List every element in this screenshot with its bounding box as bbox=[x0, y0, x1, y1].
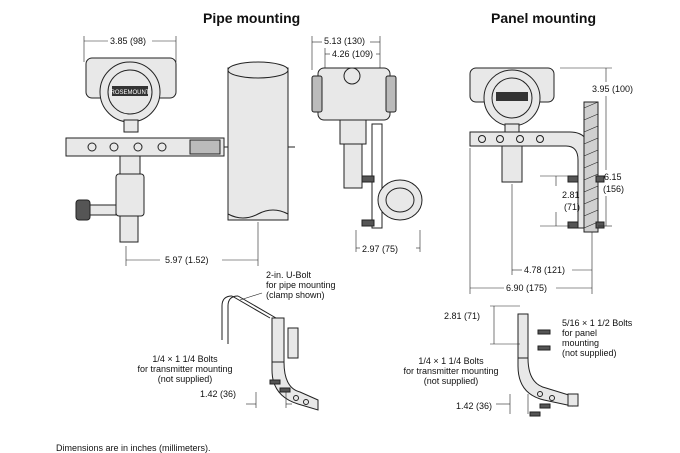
ubolt-callout-line1: 2-in. U-Bolt bbox=[266, 270, 312, 280]
panel-bolts-line3: mounting bbox=[562, 338, 600, 348]
dim-panel-hole: 6.15 bbox=[604, 172, 622, 182]
dim-panel-detail-bolt: 1.42 (36) bbox=[456, 401, 493, 411]
footer-note: Dimensions are in inches (millimeters). bbox=[56, 443, 211, 453]
dim-panel-depth-outer: 6.90 (175) bbox=[506, 283, 548, 293]
ubolt-callout-line2: for pipe mounting bbox=[266, 280, 336, 290]
panel-mounting-title: Panel mounting bbox=[491, 10, 596, 26]
dim-pipe-length: 5.97 (1.52) bbox=[165, 255, 209, 265]
dim-panel-height: 3.95 (100) bbox=[592, 84, 634, 94]
pipe-bolts-line1: 1/4 × 1 1/4 Bolts bbox=[152, 354, 218, 364]
panel-bolts-line4: (not supplied) bbox=[562, 348, 617, 358]
pipe-mount-front-view: ROSEMOUNT bbox=[65, 36, 295, 266]
panel-tx-bolts-callout: 1/4 × 1 1/4 Bolts for transmitter mounti… bbox=[396, 356, 506, 386]
pipe-bolts-callout: 1/4 × 1 1/4 Bolts for transmitter mounti… bbox=[130, 354, 240, 384]
svg-text:ROSEMOUNT: ROSEMOUNT bbox=[111, 90, 150, 96]
dim-panel-hole-mm: (156) bbox=[603, 184, 625, 194]
dim-side-outer: 5.13 (130) bbox=[324, 36, 366, 46]
side-view bbox=[311, 36, 423, 252]
pipe-mounting-title: Pipe mounting bbox=[203, 10, 301, 26]
pipe-bolts-line2: for transmitter mounting bbox=[137, 364, 233, 374]
dim-pipe-width: 3.85 (98) bbox=[110, 36, 147, 46]
dim-panel-hole-gap: 2.81 bbox=[562, 190, 580, 200]
dim-side-inner: 4.26 (109) bbox=[332, 49, 374, 59]
dim-panel-depth-inner: 4.78 (121) bbox=[524, 265, 566, 275]
ubolt-callout-line3: (clamp shown) bbox=[266, 290, 325, 300]
panel-bolts-line1: 5/16 × 1 1/2 Bolts bbox=[562, 318, 633, 328]
dim-panel-detail-gap: 2.81 (71) bbox=[444, 311, 481, 321]
pipe-exploded-detail bbox=[221, 292, 319, 411]
panel-bolts-callout: 5/16 × 1 1/2 Bolts for panel mounting (n… bbox=[562, 318, 632, 358]
dim-pipe-detail-bolt: 1.42 (36) bbox=[200, 389, 237, 399]
panel-tx-bolts-line2: for transmitter mounting bbox=[403, 366, 499, 376]
panel-mount-view bbox=[469, 67, 612, 294]
panel-tx-bolts-line3: (not supplied) bbox=[423, 376, 479, 386]
panel-bolts-line2: for panel bbox=[562, 328, 598, 338]
ubolt-callout: 2-in. U-Bolt for pipe mounting (clamp sh… bbox=[266, 270, 336, 300]
panel-tx-bolts-line1: 1/4 × 1 1/4 Bolts bbox=[418, 356, 484, 366]
panel-exploded-detail bbox=[490, 305, 579, 417]
pipe-bolts-line3: (not supplied) bbox=[157, 374, 213, 384]
dim-panel-hole-gap-mm: (71) bbox=[564, 202, 581, 212]
dim-side-clamp: 2.97 (75) bbox=[362, 244, 399, 254]
